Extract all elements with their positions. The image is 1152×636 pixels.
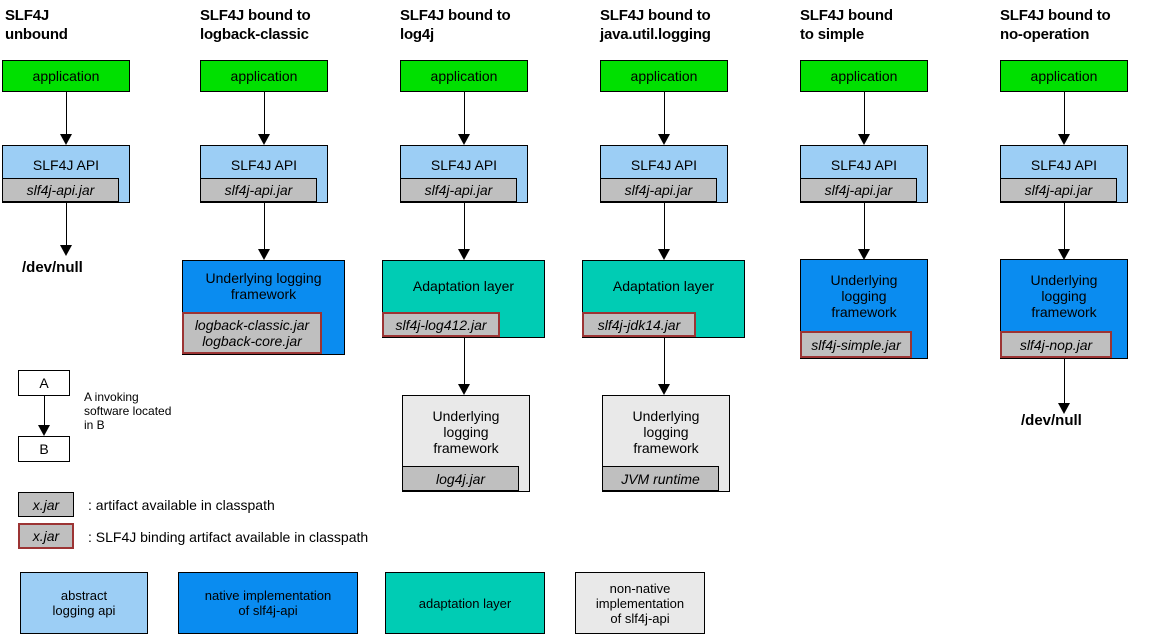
col1-application-box: application — [2, 60, 130, 92]
legend-arrow-a-to-b — [18, 396, 70, 436]
col4-application-label: application — [630, 68, 698, 84]
column-title-simple: SLF4J bound to simple — [800, 7, 893, 43]
column-title-java-util-logging: SLF4J bound to java.util.logging — [600, 7, 711, 43]
col4-slf4j-api-label: SLF4J API — [630, 156, 698, 173]
col4-slf4j-api-jar: slf4j-api.jar — [600, 178, 717, 202]
col5-slf4j-api-label: SLF4J API — [830, 156, 898, 173]
col6-slf4j-nop-jar: slf4j-nop.jar — [1000, 331, 1112, 358]
column-title-unbound: SLF4J unbound — [5, 7, 68, 43]
legend-binding-caption: : SLF4J binding artifact available in cl… — [88, 529, 369, 545]
column-title-logback-classic: SLF4J bound to logback-classic — [200, 7, 311, 43]
col1-slf4j-api-label: SLF4J API — [32, 156, 100, 173]
col6-slf4j-api-jar: slf4j-api.jar — [1000, 178, 1117, 202]
col3-log4j-jar: log4j.jar — [402, 466, 519, 491]
col3-adaptation-layer-label: Adaptation layer — [412, 277, 515, 294]
legend-color-abstract-api: abstract logging api — [20, 572, 148, 634]
col2-application-box: application — [200, 60, 328, 92]
legend-color-adaptation-layer: adaptation layer — [385, 572, 545, 634]
col3-underlying-framework-box: Underlying logging framework — [402, 395, 530, 492]
col6-dev-null-label: /dev/null — [1021, 412, 1082, 429]
col4-arrow-api-to-adaptation — [600, 203, 728, 260]
legend-node-b-label: B — [39, 441, 49, 457]
col6-arrow-application-to-api — [1000, 92, 1128, 145]
col3-slf4j-api-label: SLF4J API — [430, 156, 498, 173]
col4-underlying-framework-label: Underlying logging framework — [632, 408, 700, 456]
legend-node-a-label: A — [39, 375, 49, 391]
col2-logback-jar: logback-classic.jar logback-core.jar — [182, 312, 322, 354]
legend-node-b-box: B — [18, 436, 70, 462]
col3-arrow-application-to-api — [400, 92, 528, 145]
col4-slf4j-jdk14-jar: slf4j-jdk14.jar — [582, 312, 696, 337]
col2-arrow-api-to-framework — [200, 203, 328, 260]
col3-application-box: application — [400, 60, 528, 92]
column-title-log4j: SLF4J bound to log4j — [400, 7, 511, 43]
col1-arrow-api-to-devnull — [2, 203, 130, 256]
legend-artifact-caption: : artifact available in classpath — [88, 497, 275, 513]
legend-arrow-caption: A invoking software located in B — [84, 390, 172, 432]
legend-binding-jar-swatch: x.jar — [18, 523, 74, 549]
col3-underlying-framework-label: Underlying logging framework — [432, 408, 500, 456]
col5-underlying-framework-label: Underlying logging framework — [830, 271, 898, 320]
col5-arrow-api-to-framework — [800, 203, 928, 260]
legend-color-native-impl: native implementation of slf4j-api — [178, 572, 358, 634]
col3-arrow-adaptation-to-framework — [400, 337, 528, 395]
col5-application-label: application — [830, 68, 898, 84]
col6-application-label: application — [1030, 68, 1098, 84]
col2-slf4j-api-jar: slf4j-api.jar — [200, 178, 317, 202]
col4-arrow-adaptation-to-framework — [600, 337, 728, 395]
col1-arrow-application-to-api — [2, 92, 130, 145]
legend-node-a-box: A — [18, 370, 70, 396]
col2-application-label: application — [230, 68, 298, 84]
col6-underlying-framework-label: Underlying logging framework — [1030, 271, 1098, 320]
col2-slf4j-api-label: SLF4J API — [230, 156, 298, 173]
col5-slf4j-simple-jar: slf4j-simple.jar — [800, 331, 912, 358]
col2-arrow-application-to-api — [200, 92, 328, 145]
col3-slf4j-log4j12-jar: slf4j-log412.jar — [382, 312, 500, 337]
col4-application-box: application — [600, 60, 728, 92]
col3-arrow-api-to-adaptation — [400, 203, 528, 260]
legend-color-non-native-impl: non-native implementation of slf4j-api — [575, 572, 705, 634]
col6-application-box: application — [1000, 60, 1128, 92]
col3-slf4j-api-jar: slf4j-api.jar — [400, 178, 517, 202]
col5-slf4j-api-jar: slf4j-api.jar — [800, 178, 917, 202]
col1-dev-null-label: /dev/null — [22, 259, 83, 276]
col6-slf4j-api-label: SLF4J API — [1030, 156, 1098, 173]
col4-arrow-application-to-api — [600, 92, 728, 145]
legend-artifact-jar-swatch: x.jar — [18, 492, 74, 517]
col5-application-box: application — [800, 60, 928, 92]
col6-arrow-framework-to-devnull — [1000, 358, 1128, 414]
col4-adaptation-layer-label: Adaptation layer — [612, 277, 715, 294]
col1-slf4j-api-jar: slf4j-api.jar — [2, 178, 119, 202]
column-title-no-operation: SLF4J bound to no-operation — [1000, 7, 1111, 43]
col1-application-label: application — [32, 68, 100, 84]
col2-underlying-framework-label: Underlying logging framework — [205, 270, 322, 302]
col4-jvm-runtime-jar: JVM runtime — [602, 466, 719, 491]
col3-application-label: application — [430, 68, 498, 84]
col6-arrow-api-to-framework — [1000, 203, 1128, 260]
col5-arrow-application-to-api — [800, 92, 928, 145]
